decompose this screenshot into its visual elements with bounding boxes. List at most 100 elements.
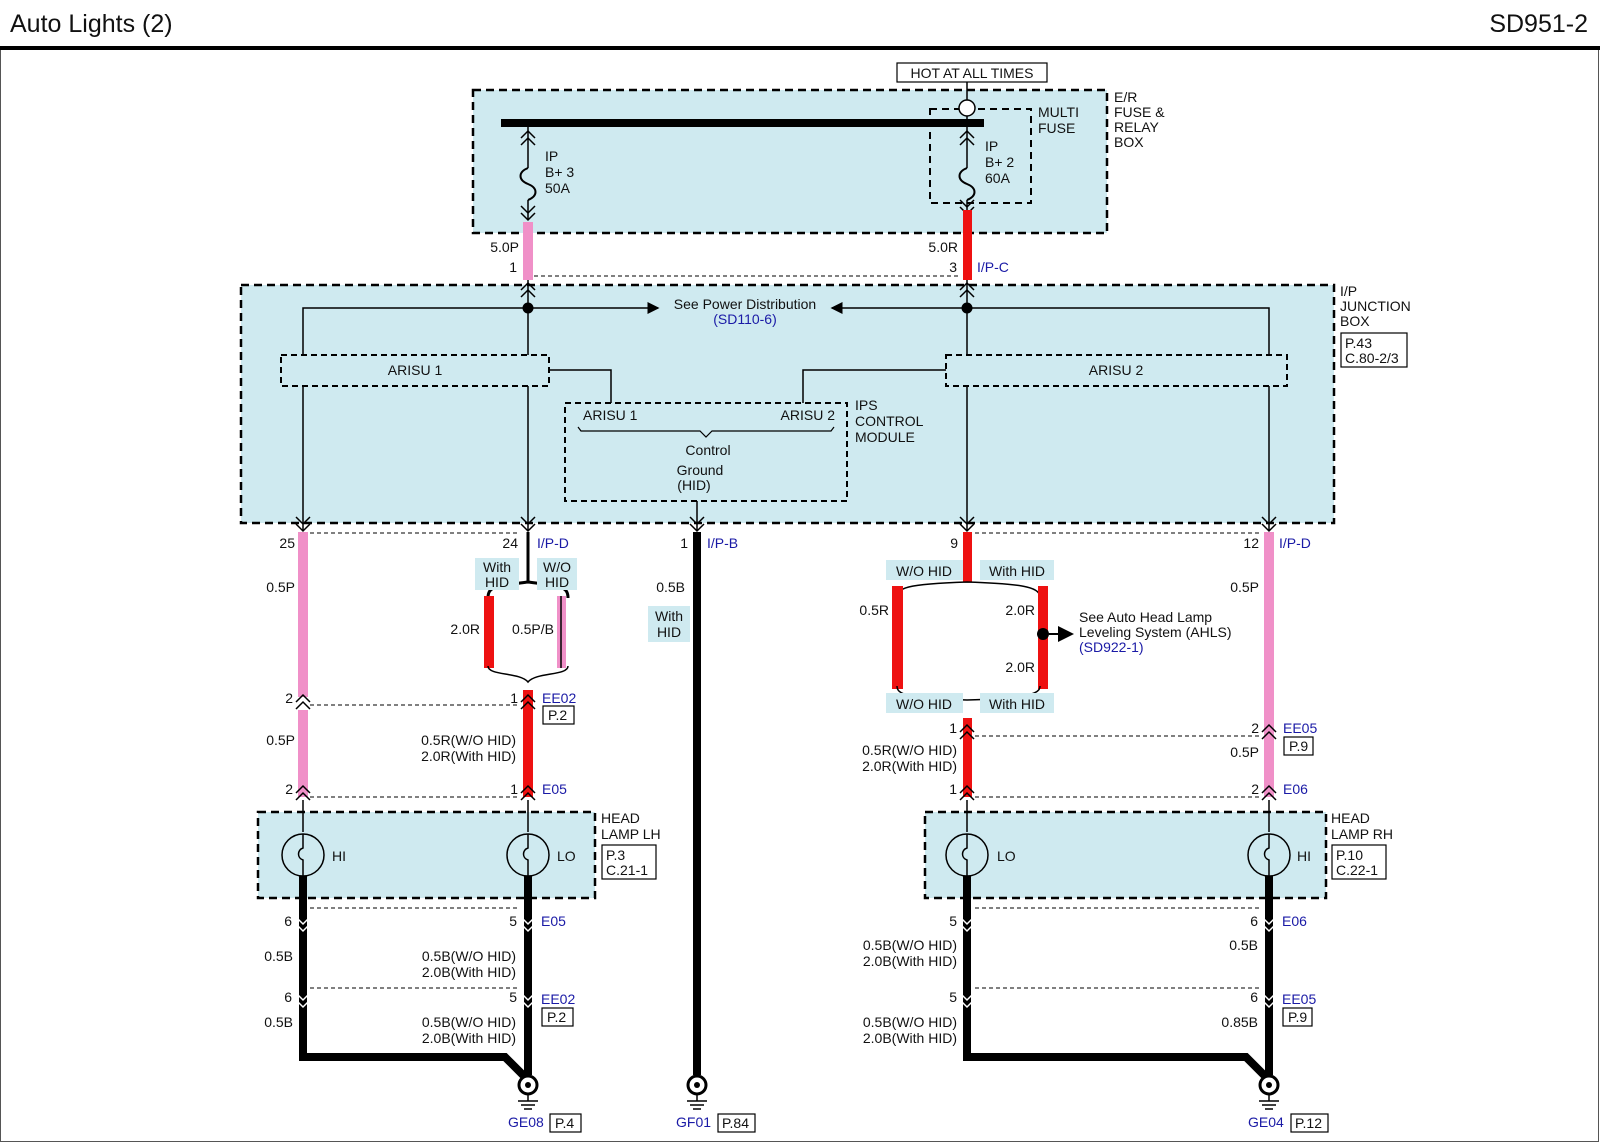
wire-0-5p-right-lower-label: 0.5P [1230,744,1259,760]
svg-text:With HID: With HID [989,563,1045,579]
svg-text:MULTI: MULTI [1038,104,1079,120]
lo-label-left: LO [557,848,576,864]
svg-text:CONTROL: CONTROL [855,413,924,429]
svg-text:MODULE: MODULE [855,429,915,445]
head-lamp-rh-box [923,810,1328,900]
see-power-distribution-link[interactable]: (SD110-6) [713,311,777,327]
ip-junction-box-label: I/P JUNCTION BOX [1340,283,1411,329]
head-lamp-lh-label: HEAD LAMP LH [601,810,661,842]
pin-12-label: 12 [1243,535,1259,551]
svg-text:With: With [483,559,511,575]
ground-ge08-ref: P.4 [555,1115,574,1131]
connector-ee02-lower: EE02 [541,991,575,1007]
arisu-2-label: ARISU 2 [1089,362,1144,378]
svg-text:W/O HID: W/O HID [896,696,952,712]
connector-ip-c: I/P-C [977,259,1009,275]
svg-text:FUSE: FUSE [1038,120,1075,136]
pin-6-e06-label: 6 [1250,913,1258,929]
multi-fuse-box [929,108,1032,204]
svg-text:With HID: With HID [989,696,1045,712]
ips-ground-label: Ground [677,462,724,478]
pin-6-e05-label: 6 [284,913,292,929]
pin-6-ee05-label: 6 [1250,989,1258,1005]
svg-text:W/O: W/O [543,559,571,575]
svg-text:E/R: E/R [1114,89,1137,105]
ips-arisu-1: ARISU 1 [583,407,638,423]
pin-1-ee02-label: 1 [510,690,518,706]
arisu-1-label: ARISU 1 [388,362,443,378]
svg-text:HID: HID [657,624,681,640]
svg-text:BOX: BOX [1114,134,1144,150]
page-title: Auto Lights (2) [10,10,173,38]
with-hid-tag-left [475,558,519,590]
pin-3-label: 3 [949,259,957,275]
see-power-distribution: See Power Distribution [674,296,816,312]
pin-5-ee02-label: 5 [509,989,517,1005]
wire-0-85b-label: 0.85B [1221,1014,1258,1030]
wo-hid-tag-left [537,558,577,590]
wire-0-5b-left-label: 0.5B [264,948,293,964]
svg-text:FUSE &: FUSE & [1114,104,1165,120]
pin-6-ee02-label: 6 [284,989,292,1005]
svg-text:IP: IP [545,148,558,164]
svg-text:W/O HID: W/O HID [896,563,952,579]
wire-mix-b-left-lower-2: 2.0B(With HID) [422,1030,516,1046]
ee05-ref-upper: P.9 [1289,738,1308,754]
pin-25-label: 25 [279,535,295,551]
er-box-label: E/R FUSE & RELAY BOX [1114,89,1165,150]
ips-control-label: Control [685,442,730,458]
hot-label: HOT AT ALL TIMES [911,65,1034,81]
ground-gf01-ref: P.84 [722,1115,749,1131]
ips-control-module [564,402,848,502]
connector-ee05-lower: EE05 [1282,991,1316,1007]
junction-ref-connector: C.80-2/3 [1345,350,1399,366]
ground-ge08-icon [517,1074,539,1110]
connector-e06-upper: E06 [1283,781,1308,797]
ee05-ref-lower: P.9 [1288,1009,1307,1025]
pin-24-label: 24 [502,535,518,551]
with-hid-tag-right-bottom [980,693,1054,713]
wo-hid-tag-right-bottom [886,693,963,713]
with-hid-tag-middle [648,606,690,642]
ips-arisu-2: ARISU 2 [781,407,836,423]
wire-mix-b-right-lower-2: 2.0B(With HID) [863,1030,957,1046]
svg-text:IP: IP [985,138,998,154]
wire-mix-b-right-lower-1: 0.5B(W/O HID) [863,1014,957,1030]
pin-5-e05-label: 5 [509,913,517,929]
wire-ground-merge-left [299,1053,531,1083]
pin-1-label: 1 [509,259,517,275]
wire-2-0r-right-lower-label: 2.0R [1005,659,1035,675]
ips-brace [577,426,835,438]
hot-label-box [896,62,1048,83]
wire-0-5pb-label: 0.5P/B [512,621,554,637]
ips-module-label: IPS CONTROL MODULE [855,397,924,445]
wire-5-0p [523,222,533,280]
wire-2-0r-right-upper-label: 2.0R [1005,602,1035,618]
er-fuse-relay-box [471,88,1109,235]
connector-e06-lower: E06 [1282,913,1307,929]
pin-2-ee05-label: 2 [1251,720,1259,736]
wire-0-5p-left-label: 0.5P [266,579,295,595]
see-ahls-label-2: Leveling System (AHLS) [1079,624,1232,640]
svg-text:50A: 50A [545,180,571,196]
ips-ground-hid-label: (HID) [677,477,710,493]
ee02-ref-upper: P.2 [548,707,567,723]
wire-mix-r-left-2: 2.0R(With HID) [421,748,516,764]
see-ahls-link[interactable]: (SD922-1) [1079,639,1144,655]
ground-gf01-label: GF01 [676,1114,711,1130]
wire-mix-b-left-1: 0.5B(W/O HID) [422,948,516,964]
wire-mix-r-right-1: 0.5R(W/O HID) [862,742,957,758]
wire-lo-feed-right-top [963,532,972,582]
header-bar: Auto Lights (2) SD951-2 [0,0,1600,50]
ground-ge08-label: GE08 [508,1114,544,1130]
ground-gf01-icon [686,1074,708,1110]
hi-label-left: HI [332,848,346,864]
lamp-lh-ref-connector: C.21-1 [606,862,648,878]
wire-2-0r-with-hid [484,596,494,668]
diagram-frame [0,50,1599,1142]
connector-ee02-upper: EE02 [542,690,576,706]
junction-ref-box [1340,332,1408,368]
svg-text:HID: HID [545,574,569,590]
